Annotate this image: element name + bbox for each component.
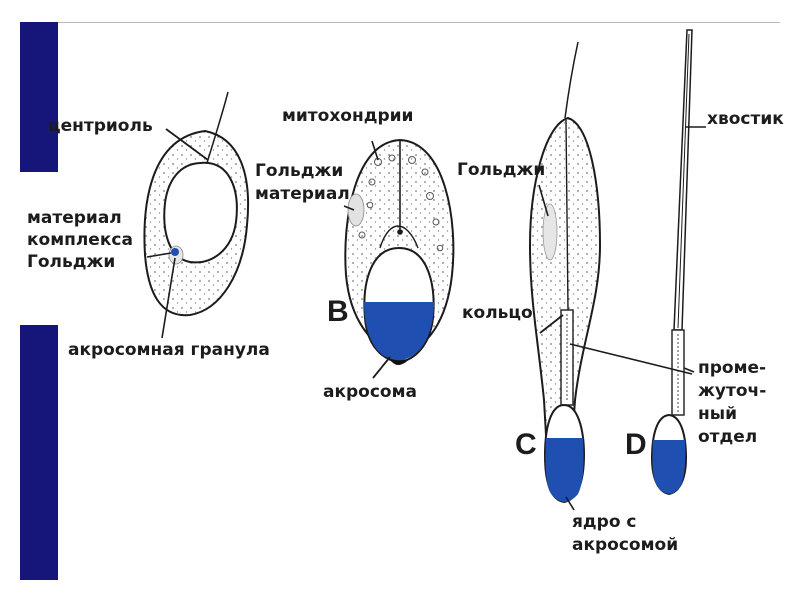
stage-a-acrosomal-granule [171,248,179,256]
mitochondrion [432,218,440,226]
mitochondrion [408,156,416,164]
label-golgi-material-2: комплекса [27,230,133,250]
mitochondrion [366,201,374,209]
mitochondrion [388,154,396,162]
frame-bar-bottom [20,325,58,580]
mitochondrion [436,244,444,252]
label-middle-piece-3: ный [698,404,738,424]
label-mitochondria: митохондрии [282,106,414,126]
frame-top-line [58,22,780,23]
stage-a-nucleus [163,161,238,264]
stage-b-centriole [397,229,403,235]
pointer-golgi-c [538,184,549,217]
stage-c-golgi [542,203,558,261]
stage-b-inner-contour [379,225,419,249]
label-golgi-c: Гольджи [457,160,546,180]
label-acrosome: акросома [323,382,417,402]
pointer-middle-piece-c [569,343,693,375]
label-centriole: центриоль [48,116,153,136]
pointer-centriole [165,128,209,161]
pointer-acrosome [372,356,391,379]
stage-b-golgi-material [347,193,365,227]
stage-a-cell [143,91,250,339]
frame-bar-top [20,22,58,172]
stage-c-axial-filament [565,119,569,311]
stage-b-acrosome [364,302,434,362]
label-middle-piece-2: жуточ- [698,381,767,401]
stage-b-cell [343,138,455,379]
pointer-golgi-b [343,205,355,211]
pointer-acrosomal-granule [161,257,176,339]
label-middle-piece-4: отдел [698,427,758,447]
label-middle-piece-1: проме- [698,358,767,378]
mitochondrion [421,168,429,176]
label-tail: хвостик [707,109,784,129]
label-ring: кольцо [462,303,533,323]
label-nucleus-1: ядро с [572,512,637,532]
pointer-golgi-a [146,252,172,258]
label-nucleus-2: акросомой [572,535,679,555]
label-golgi-b-1: Гольджи [255,161,344,181]
label-golgi-b-2: материал [255,184,350,204]
pointer-middle-piece-d [683,367,695,373]
mitochondrion [358,231,366,239]
stage-a-flagellum [206,91,229,164]
stage-c-cell [528,41,602,511]
stage-d-acrosome [652,440,686,494]
stage-c-acrosome [545,438,584,502]
stage-b-acrosome-cap [384,355,414,365]
mitochondrion [368,178,376,186]
stage-letter-b: B [327,295,349,328]
stage-d-tail [673,29,693,331]
pointer-ring [539,314,564,334]
stage-d-cell [569,29,706,496]
stage-c-flagellum [564,41,579,119]
label-golgi-material-1: материал [27,208,122,228]
pointer-nucleus [565,496,575,511]
stage-letter-c: C [515,428,537,461]
stage-letter-d: D [625,428,647,461]
mitochondrion [426,192,434,200]
label-acrosomal-granule: акросомная гранула [68,340,270,360]
pointer-mitochondria [371,140,379,161]
label-golgi-material-3: Гольджи [27,252,116,272]
